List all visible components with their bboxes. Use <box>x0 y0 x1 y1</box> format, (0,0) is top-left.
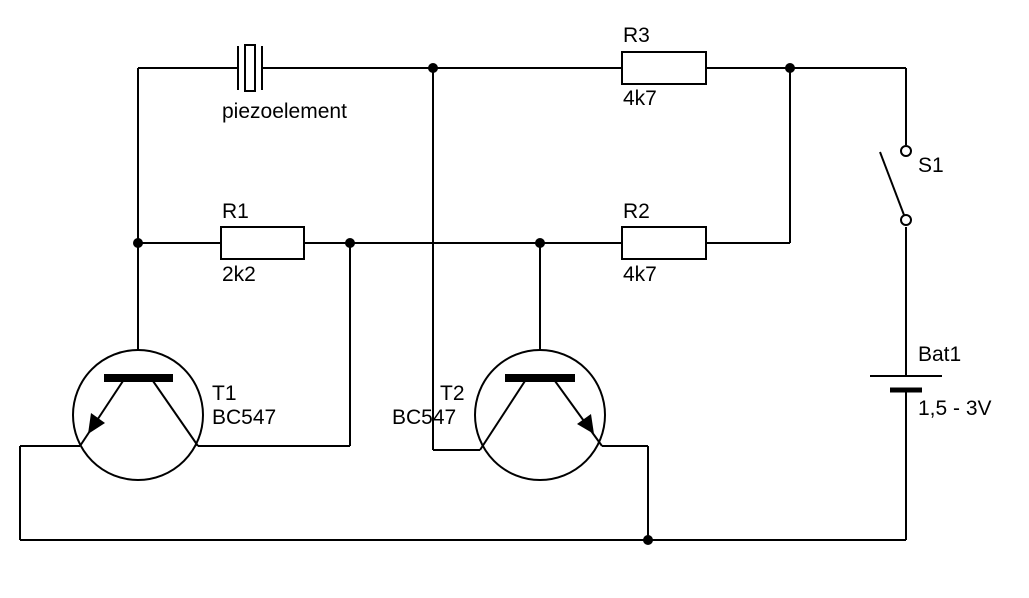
piezo-label: piezoelement <box>222 100 347 123</box>
t2-name: T2 <box>440 382 465 405</box>
resistor-r3: R3 4k7 <box>621 24 707 110</box>
transistor-t1: T1 BC547 <box>72 349 276 481</box>
t1-emitter-lead <box>79 380 124 447</box>
junction-node <box>785 63 795 73</box>
wires <box>19 67 907 541</box>
battery-bat1: Bat1 1,5 - 3V <box>870 343 992 420</box>
junction-node <box>345 238 355 248</box>
resistor-r2: R2 4k7 <box>621 200 707 286</box>
t2-emitter-lead <box>554 380 603 447</box>
t2-model: BC547 <box>392 406 456 429</box>
r2-name: R2 <box>623 200 650 223</box>
t2-envelope <box>474 349 606 481</box>
junction-node <box>643 535 653 545</box>
r1-body <box>220 226 305 260</box>
s1-name: S1 <box>918 154 944 177</box>
junctions <box>133 63 795 545</box>
piezo-crystal <box>244 44 256 92</box>
t1-name: T1 <box>212 382 237 405</box>
junction-node <box>428 63 438 73</box>
r1-name: R1 <box>222 200 249 223</box>
s1-contact-top <box>900 145 912 157</box>
r3-name: R3 <box>623 24 650 47</box>
junction-node <box>535 238 545 248</box>
transistor-t2: T2 BC547 <box>392 349 606 481</box>
t1-emitter-arrow <box>88 413 105 434</box>
s1-contact-bottom <box>900 214 912 226</box>
piezoelement: piezoelement <box>222 44 347 123</box>
r2-body <box>621 226 707 260</box>
r3-body <box>621 51 707 85</box>
r1-value: 2k2 <box>222 263 256 286</box>
t2-collector-lead <box>479 380 526 451</box>
resistor-r1: R1 2k2 <box>220 200 305 286</box>
t1-model: BC547 <box>212 406 276 429</box>
junction-node <box>133 238 143 248</box>
bat1-value: 1,5 - 3V <box>918 397 992 420</box>
r2-value: 4k7 <box>623 263 657 286</box>
r3-value: 4k7 <box>623 87 657 110</box>
switch-s1: S1 <box>879 145 944 226</box>
t1-envelope <box>72 349 204 481</box>
t2-emitter-arrow <box>577 414 594 434</box>
s1-lever <box>879 151 905 216</box>
t1-collector-lead <box>152 380 199 447</box>
bat1-name: Bat1 <box>918 343 961 366</box>
